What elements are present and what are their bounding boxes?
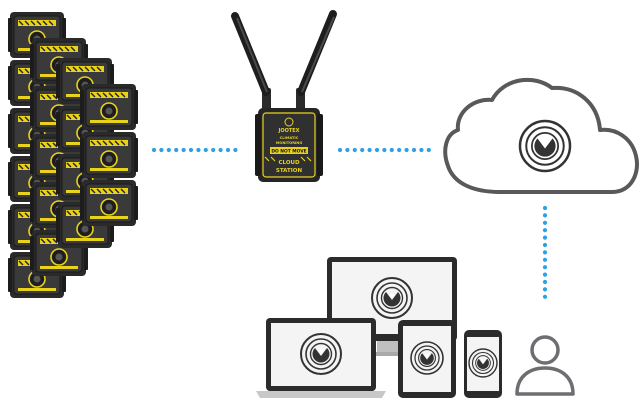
station-name-line-1: CLOUD bbox=[278, 160, 299, 166]
link-station-to-cloud bbox=[337, 147, 431, 153]
link-dot bbox=[419, 147, 424, 153]
link-dot bbox=[225, 147, 231, 153]
link-dot bbox=[159, 147, 164, 153]
antenna-left bbox=[231, 12, 271, 110]
link-dot bbox=[542, 265, 548, 270]
link-dot bbox=[542, 213, 548, 218]
station-line-1: CLIMATIC bbox=[280, 136, 299, 140]
link-dot bbox=[151, 147, 157, 153]
sensor-box-icon bbox=[79, 83, 139, 131]
link-dot bbox=[218, 147, 223, 153]
link-dot bbox=[174, 147, 179, 153]
sensor-box-icon bbox=[79, 131, 139, 179]
link-dot bbox=[542, 228, 548, 233]
tablet bbox=[398, 320, 456, 398]
link-dot bbox=[233, 147, 238, 153]
link-dot bbox=[542, 287, 548, 292]
link-dot bbox=[397, 147, 402, 153]
link-dot bbox=[426, 147, 431, 153]
cloud-station: JOOTEX CLIMATIC MONITORING DO NOT MOVE C… bbox=[231, 10, 337, 182]
link-dot bbox=[542, 242, 548, 248]
link-dot bbox=[382, 147, 387, 153]
laptop bbox=[256, 318, 386, 398]
link-dot bbox=[360, 147, 365, 153]
user-icon bbox=[515, 335, 575, 396]
phone bbox=[464, 330, 502, 398]
link-dot bbox=[166, 147, 171, 153]
station-brand: JOOTEX bbox=[277, 128, 299, 134]
link-dot bbox=[404, 147, 409, 153]
link-dot bbox=[181, 147, 186, 153]
link-dot bbox=[352, 147, 357, 153]
link-dot bbox=[542, 205, 548, 211]
link-dot bbox=[337, 147, 343, 153]
link-dot bbox=[542, 279, 548, 285]
link-dot bbox=[542, 257, 548, 262]
link-dot bbox=[542, 272, 548, 277]
link-dot bbox=[345, 147, 350, 153]
link-dot bbox=[542, 250, 548, 255]
link-dot bbox=[542, 294, 548, 299]
link-dot bbox=[542, 220, 548, 225]
link-dot bbox=[196, 147, 201, 153]
link-cloud-to-devices bbox=[542, 205, 548, 299]
link-sensors-to-station bbox=[151, 147, 238, 153]
station-warning: DO NOT MOVE bbox=[271, 149, 306, 155]
station-line-2: MONITORING bbox=[276, 141, 303, 145]
devices-group bbox=[256, 257, 575, 398]
link-dot bbox=[367, 147, 372, 153]
link-dot bbox=[211, 147, 216, 153]
link-dot bbox=[411, 147, 417, 153]
station-name-line-2: STATION bbox=[276, 168, 303, 174]
link-dot bbox=[542, 235, 548, 240]
station-body: JOOTEX CLIMATIC MONITORING DO NOT MOVE C… bbox=[255, 108, 323, 182]
sensor-stack bbox=[7, 11, 139, 299]
link-dot bbox=[374, 147, 380, 153]
antenna-right bbox=[296, 10, 337, 110]
link-dot bbox=[188, 147, 194, 153]
sensor-box-icon bbox=[79, 179, 139, 227]
cloud-brand-mark-icon bbox=[518, 119, 572, 173]
cloud-icon bbox=[443, 78, 639, 194]
link-dot bbox=[203, 147, 208, 153]
link-dot bbox=[389, 147, 394, 153]
